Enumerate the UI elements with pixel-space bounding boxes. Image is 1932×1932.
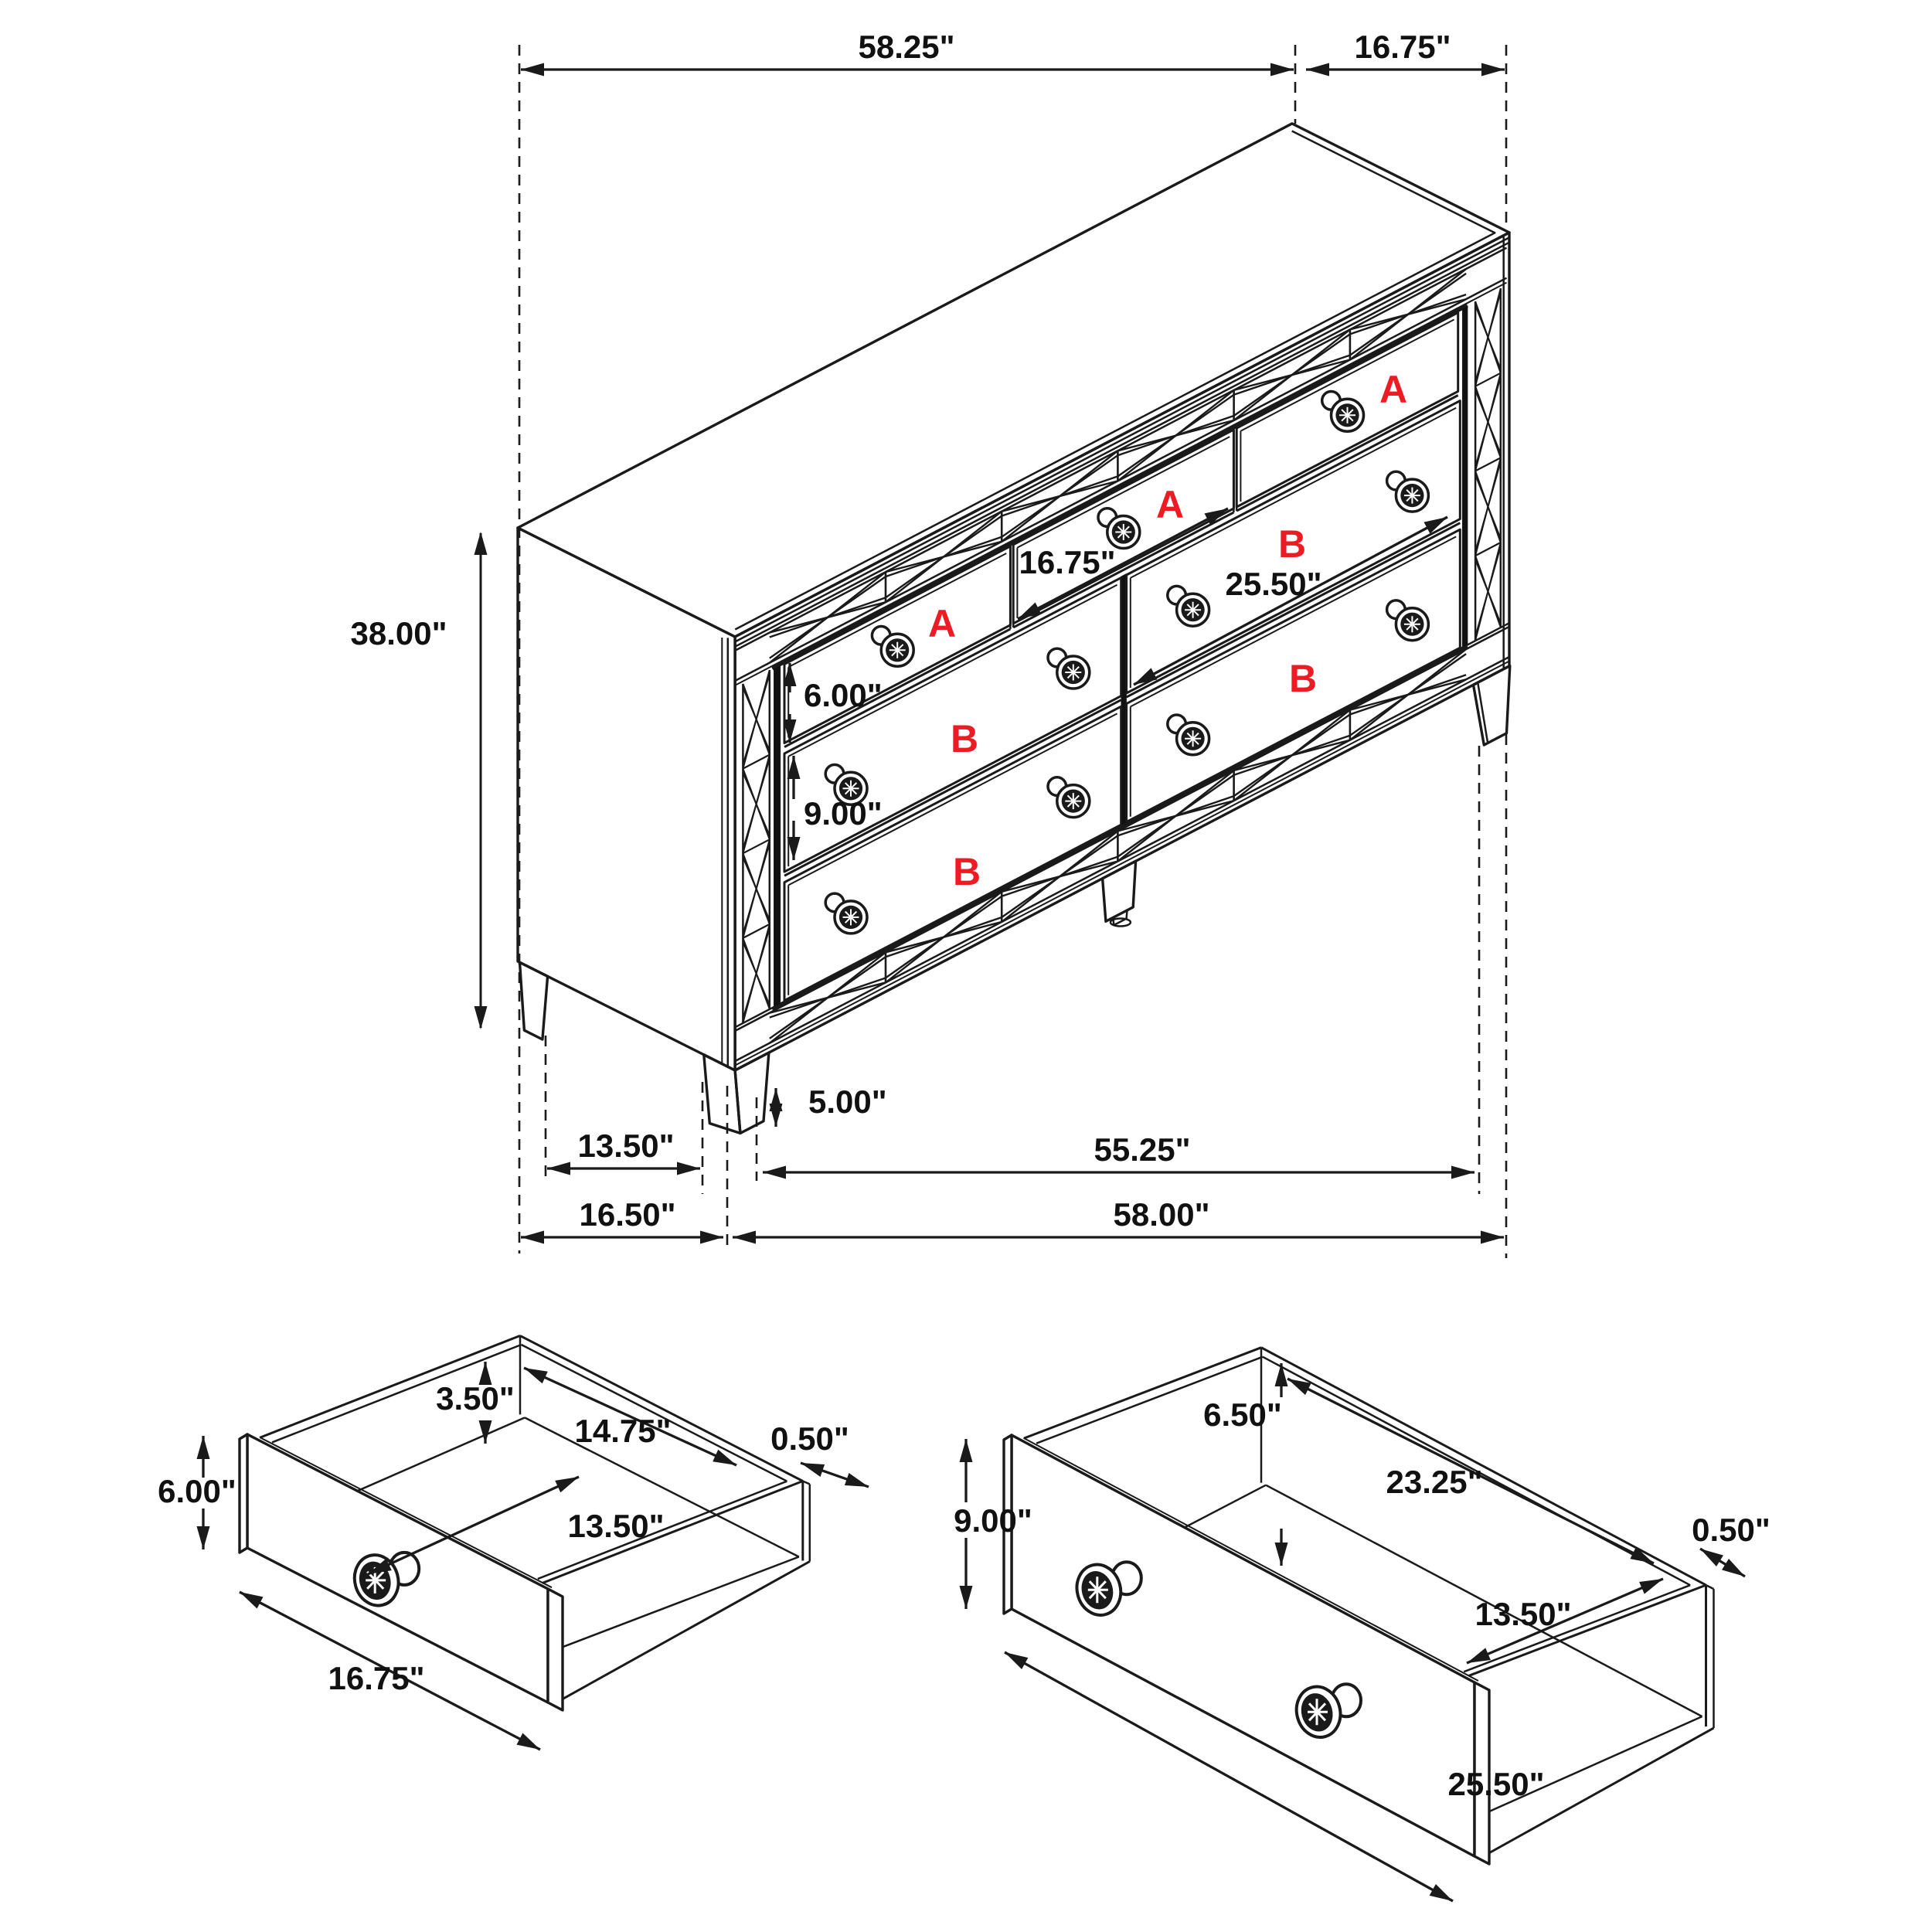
svg-text:16.75": 16.75" <box>1354 29 1451 65</box>
svg-text:25.50": 25.50" <box>1225 566 1321 602</box>
svg-text:13.50": 13.50" <box>567 1508 664 1544</box>
svg-text:23.25": 23.25" <box>1386 1464 1482 1500</box>
svg-text:A: A <box>1156 483 1184 526</box>
svg-text:6.00": 6.00" <box>158 1473 236 1509</box>
svg-text:6.00": 6.00" <box>804 677 883 713</box>
svg-text:A: A <box>928 602 956 645</box>
svg-text:9.00": 9.00" <box>804 795 883 832</box>
svg-text:16.75": 16.75" <box>328 1660 424 1696</box>
svg-text:0.50": 0.50" <box>1692 1512 1770 1548</box>
svg-text:16.50": 16.50" <box>579 1196 675 1233</box>
svg-text:25.50": 25.50" <box>1447 1766 1544 1802</box>
svg-text:A: A <box>1379 368 1407 411</box>
svg-text:58.00": 58.00" <box>1113 1196 1209 1233</box>
svg-text:B: B <box>953 850 981 893</box>
svg-text:55.25": 55.25" <box>1094 1131 1190 1168</box>
svg-text:13.50": 13.50" <box>1475 1596 1571 1632</box>
svg-text:B: B <box>1278 522 1306 566</box>
svg-text:B: B <box>1289 657 1317 700</box>
svg-text:9.00": 9.00" <box>954 1502 1032 1539</box>
svg-text:38.00": 38.00" <box>350 615 447 651</box>
svg-text:0.50": 0.50" <box>770 1420 849 1457</box>
svg-text:5.00": 5.00" <box>808 1083 887 1120</box>
svg-text:B: B <box>951 717 978 760</box>
svg-text:3.50": 3.50" <box>436 1380 515 1417</box>
svg-text:13.50": 13.50" <box>577 1128 674 1164</box>
svg-text:6.50": 6.50" <box>1203 1396 1282 1433</box>
svg-text:58.25": 58.25" <box>858 29 954 65</box>
svg-text:16.75": 16.75" <box>1019 544 1115 580</box>
svg-text:14.75": 14.75" <box>574 1413 671 1449</box>
